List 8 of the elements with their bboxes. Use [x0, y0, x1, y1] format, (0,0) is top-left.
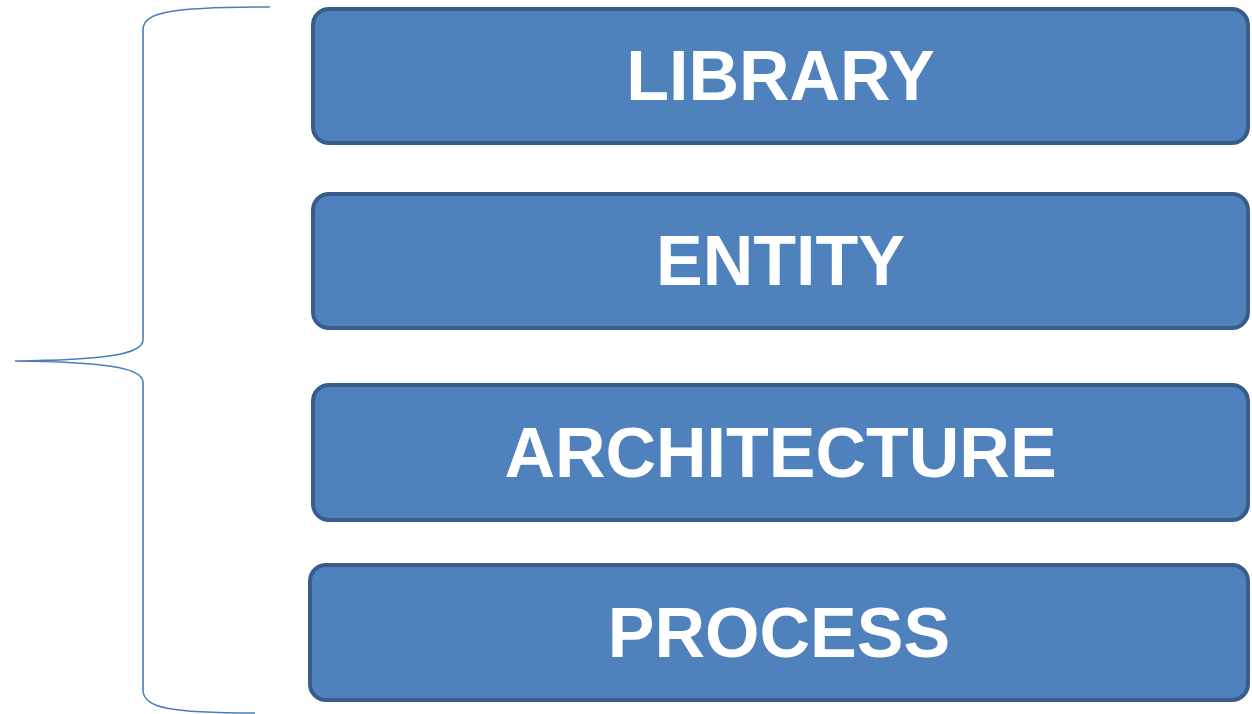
- stack-layer-box: [311, 192, 1250, 330]
- stack-layer-box: [311, 7, 1250, 145]
- layer-label: ENTITY: [656, 226, 905, 296]
- stack-layer-box: [311, 383, 1250, 522]
- stack-layer-box: [308, 563, 1250, 702]
- layer-label: ARCHITECTURE: [504, 417, 1057, 488]
- layer-label: LIBRARY: [626, 41, 935, 111]
- layer-label: PROCESS: [607, 597, 951, 668]
